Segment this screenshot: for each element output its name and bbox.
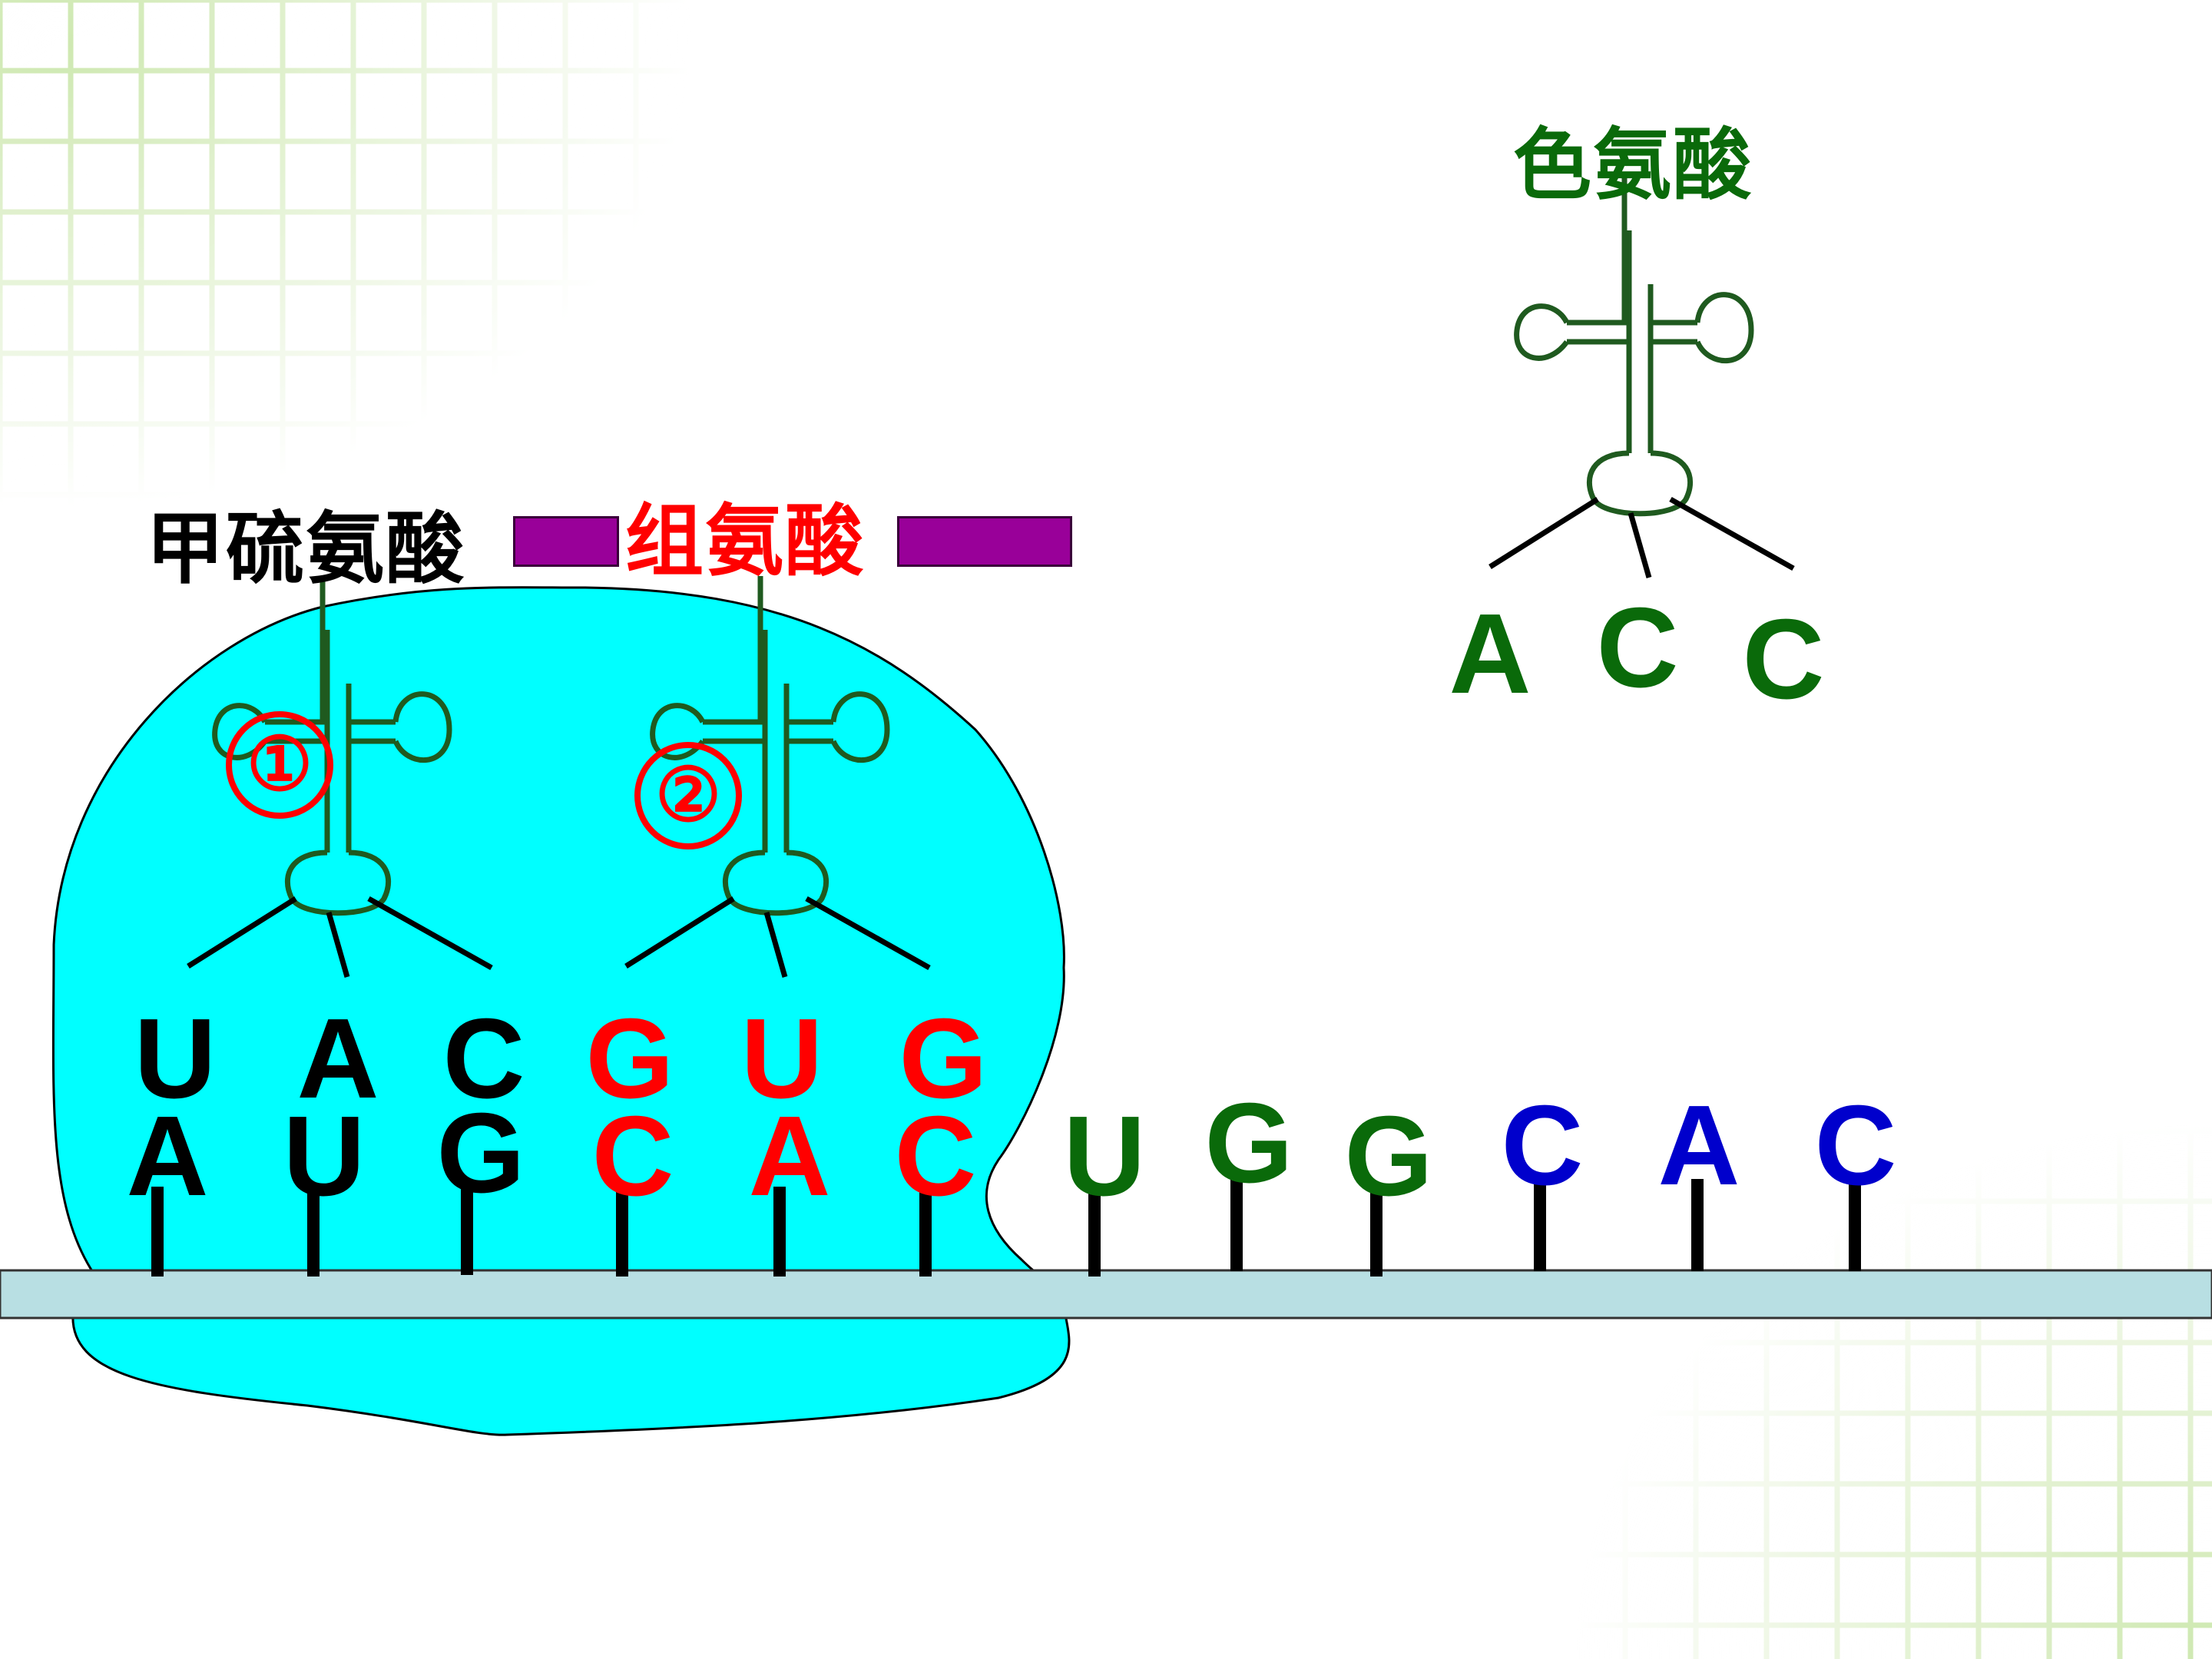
mrna-base-6: C [894, 1093, 977, 1220]
mrna-base-4: C [591, 1093, 674, 1220]
mrna-base-7: U [1063, 1093, 1146, 1220]
amino-acid-trp-label: 色氨酸 [1513, 120, 1753, 211]
mrna-base-11: A [1657, 1082, 1740, 1209]
anticodon-3-base-1: A [1449, 591, 1532, 717]
mrna-base-5: A [748, 1093, 831, 1220]
anticodon-2-base-2: U [740, 995, 823, 1122]
trna-3 [1490, 177, 1793, 578]
mrna-base-9: G [1344, 1093, 1433, 1220]
base-ticks [151, 1179, 1861, 1277]
mrna-base-8: G [1204, 1080, 1293, 1207]
anticodon-2-base-1: G [585, 995, 674, 1122]
mrna-base-3: G [436, 1090, 525, 1217]
amino-acid-met-label: 甲硫氨酸 [146, 504, 465, 595]
peptide-bond-bar-2 [897, 516, 1072, 567]
anticodon-1-base-3: C [442, 995, 525, 1122]
anticodon-2-base-3: G [899, 995, 988, 1122]
anticodon-3-base-3: C [1742, 596, 1825, 723]
anticodon-1-base-2: A [296, 995, 379, 1122]
mrna-base-12: C [1814, 1082, 1897, 1209]
anticodon-1-base-1: U [134, 995, 217, 1122]
mrna-base-10: C [1501, 1082, 1584, 1209]
mrna-strand [0, 1269, 2212, 1320]
amino-acid-his-label: 组氨酸 [625, 496, 865, 588]
trna-number-1: ① [226, 711, 333, 819]
anticodon-3-base-2: C [1596, 584, 1679, 711]
mrna-base-1: A [126, 1093, 209, 1220]
peptide-bond-bar-1 [513, 516, 619, 567]
trna-number-2: ② [634, 742, 742, 849]
ribosome-small-subunit [71, 1304, 1071, 1436]
mrna-base-2: U [283, 1093, 366, 1220]
